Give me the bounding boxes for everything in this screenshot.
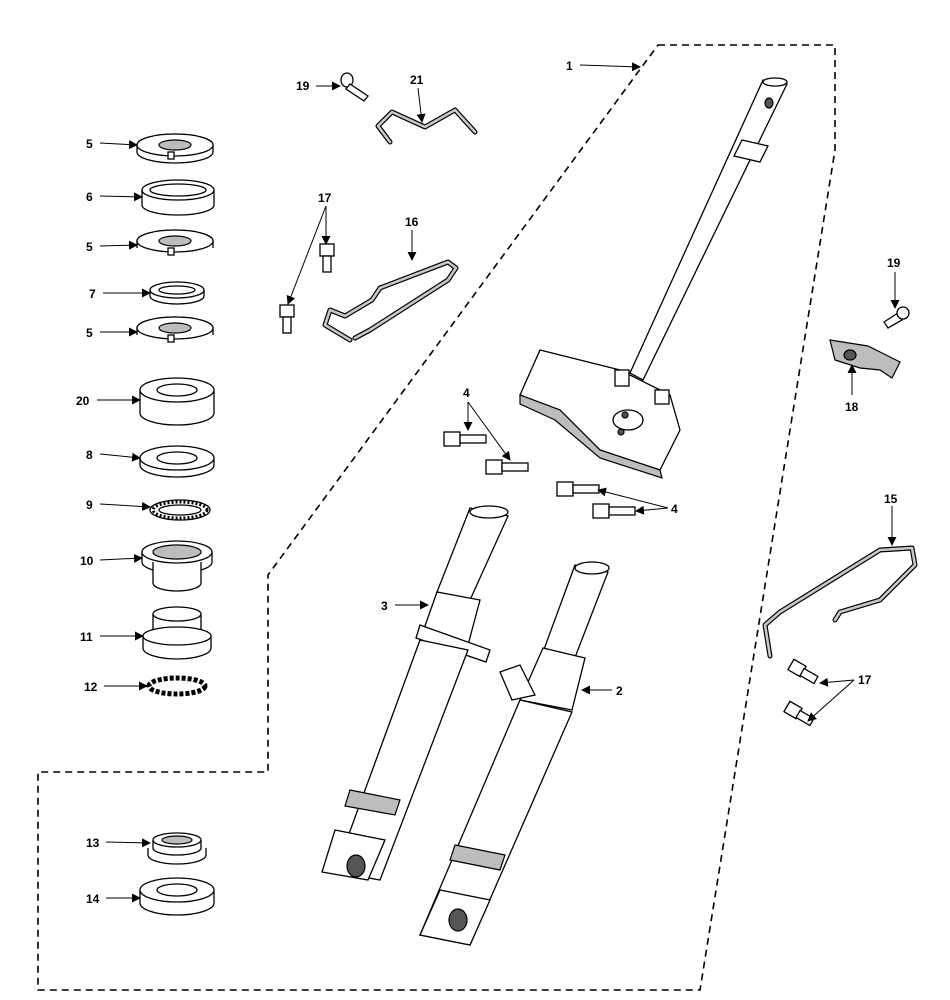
- label-5-top: 5: [86, 137, 138, 151]
- part-15-wire-bracket: [762, 545, 918, 659]
- part-5-lock-washer-middle: [136, 229, 214, 256]
- label-15: 15: [884, 492, 898, 546]
- part-9-ball-race: [149, 499, 211, 521]
- label-9: 9: [86, 498, 151, 512]
- part-18-bracket: [829, 339, 901, 379]
- svg-text:7: 7: [89, 287, 96, 301]
- label-13: 13: [86, 836, 151, 850]
- part-12-steel-balls: [146, 675, 208, 697]
- svg-text:17: 17: [858, 673, 872, 687]
- svg-text:17: 17: [318, 191, 332, 205]
- label-1: 1: [566, 59, 641, 73]
- part-19-bolt-top: [340, 72, 369, 102]
- label-17-left: 17: [286, 191, 332, 305]
- svg-text:15: 15: [884, 492, 898, 506]
- assembly-boundary: [37, 44, 836, 991]
- svg-text:3: 3: [381, 599, 388, 613]
- svg-text:11: 11: [80, 630, 93, 644]
- label-12: 12: [84, 680, 148, 694]
- part-1-steering-stem: [519, 77, 788, 479]
- svg-text:5: 5: [86, 240, 93, 254]
- svg-text:4: 4: [463, 386, 470, 400]
- label-11: 11: [80, 630, 144, 644]
- label-4-top: 4: [463, 386, 511, 461]
- label-7: 7: [89, 287, 151, 301]
- label-5-bottom: 5: [86, 326, 138, 340]
- part-14-lower-seal: [139, 877, 215, 916]
- part-10-bearing-cup: [141, 540, 213, 592]
- svg-text:9: 9: [86, 498, 93, 512]
- svg-text:21: 21: [410, 73, 424, 87]
- part-5-lock-washer-top: [136, 133, 214, 164]
- svg-text:13: 13: [86, 836, 100, 850]
- label-10: 10: [80, 553, 143, 568]
- part-20-spacer: [139, 377, 215, 426]
- label-19-top: 19: [296, 79, 341, 93]
- label-17-right: 17: [807, 673, 872, 722]
- part-5-lock-washer-bottom: [136, 316, 214, 343]
- svg-text:20: 20: [76, 394, 90, 408]
- part-8-dust-seal: [139, 445, 215, 478]
- svg-text:6: 6: [86, 190, 93, 204]
- part-6-ring-nut: [141, 179, 215, 216]
- label-5-middle: 5: [86, 240, 138, 254]
- part-21-clip: [375, 107, 478, 145]
- label-16: 16: [405, 215, 419, 261]
- label-19-right: 19: [887, 256, 901, 309]
- svg-text:5: 5: [86, 137, 93, 151]
- part-7-washer: [149, 281, 205, 305]
- svg-text:18: 18: [845, 400, 859, 414]
- svg-text:1: 1: [566, 59, 573, 73]
- svg-text:16: 16: [405, 215, 419, 229]
- label-20: 20: [76, 394, 141, 408]
- label-3: 3: [381, 599, 429, 613]
- label-6: 6: [86, 190, 143, 204]
- label-2: 2: [581, 684, 623, 698]
- label-21: 21: [410, 73, 426, 123]
- svg-text:2: 2: [616, 684, 623, 698]
- part-16-wire-bracket: [322, 259, 459, 343]
- part-4-bolts: [443, 431, 636, 519]
- part-3-fork-leg-left: [321, 505, 509, 881]
- part-17-bolts-right: [783, 658, 819, 727]
- label-14: 14: [86, 892, 141, 906]
- svg-text:19: 19: [887, 256, 901, 270]
- svg-text:4: 4: [671, 502, 678, 516]
- label-4-bottom: 4: [597, 487, 678, 516]
- svg-text:14: 14: [86, 892, 100, 906]
- svg-text:10: 10: [80, 554, 94, 568]
- part-19-bolt-right: [883, 306, 910, 329]
- part-17-bolts-left: [279, 243, 335, 334]
- svg-text:19: 19: [296, 79, 310, 93]
- part-13-lower-cup: [147, 832, 207, 865]
- svg-text:5: 5: [86, 326, 93, 340]
- part-11-bearing-cone: [142, 606, 212, 660]
- label-8: 8: [86, 448, 141, 462]
- part-2-fork-leg-right: [419, 561, 610, 946]
- label-18: 18: [845, 364, 859, 414]
- svg-text:12: 12: [84, 680, 98, 694]
- svg-text:8: 8: [86, 448, 93, 462]
